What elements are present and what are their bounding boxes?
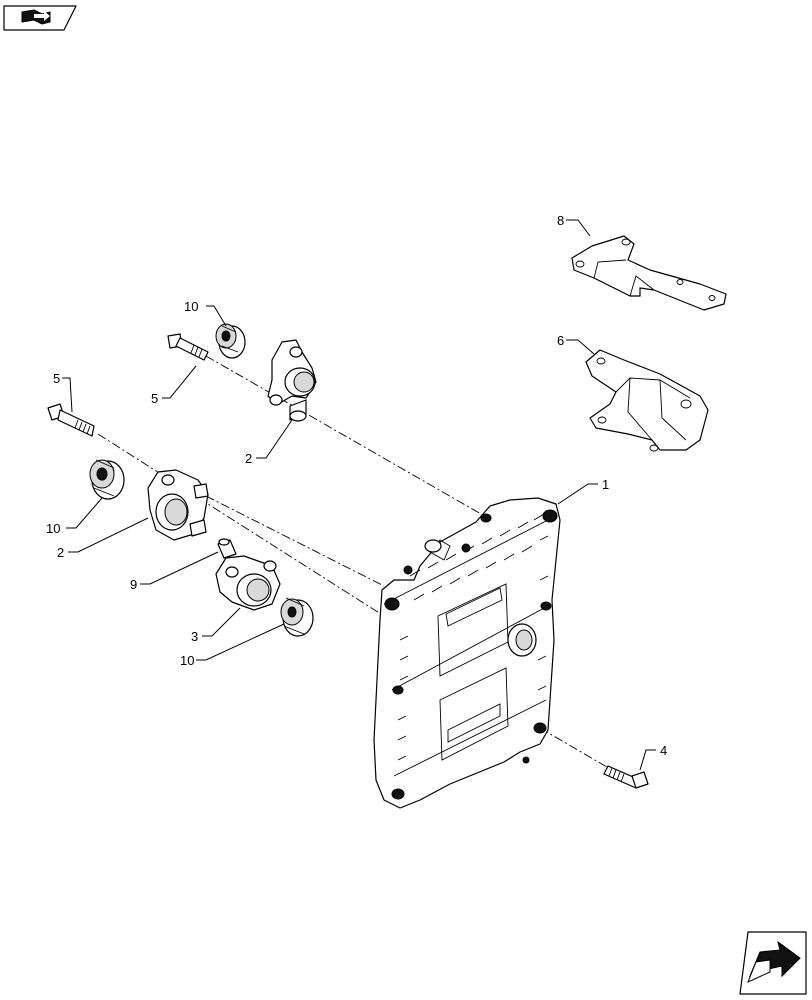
next-page-button[interactable] (739, 931, 807, 995)
bracket-lower (147, 469, 209, 541)
support-bracket (571, 235, 727, 311)
callout-10-top: 10 (184, 299, 198, 314)
callout-6: 6 (557, 333, 564, 348)
bracket-upper (267, 339, 317, 422)
callout-10-left: 10 (46, 521, 60, 536)
callout-8: 8 (557, 213, 564, 228)
callout-3: 3 (191, 629, 198, 644)
callout-1: 1 (602, 477, 609, 492)
callout-5-lower: 5 (53, 371, 60, 386)
damper-top (215, 323, 246, 359)
callout-9: 9 (130, 577, 137, 592)
bracket-small (215, 555, 281, 611)
book-arrow-icon (21, 9, 51, 25)
leader-lines (62, 219, 656, 771)
callout-4: 4 (660, 743, 667, 758)
callout-2-upper: 2 (245, 451, 252, 466)
bolt-upper (167, 333, 209, 361)
callout-5-upper: 5 (151, 391, 158, 406)
bolt-ecu (603, 765, 649, 789)
assembly-axis-lines (97, 355, 613, 771)
next-page-arrow-icon (747, 940, 801, 983)
damper-left (89, 459, 125, 500)
mounting-plate (585, 349, 709, 452)
bolt-lower (47, 403, 95, 437)
ecu-module (373, 497, 561, 809)
callout-10-bottom: 10 (180, 653, 194, 668)
spacer (217, 538, 237, 559)
header-book-tab[interactable] (3, 5, 77, 31)
callout-2-lower: 2 (57, 545, 64, 560)
damper-bottom (280, 597, 314, 637)
